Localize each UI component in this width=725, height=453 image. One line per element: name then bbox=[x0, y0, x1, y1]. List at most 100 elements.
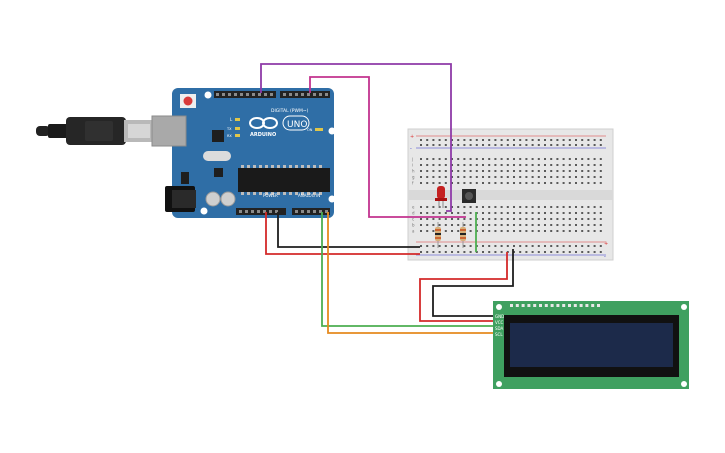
breadboard-hole bbox=[432, 144, 435, 146]
breadboard-hole bbox=[599, 230, 602, 232]
breadboard-hole bbox=[581, 206, 584, 208]
breadboard-hole bbox=[575, 164, 577, 166]
breadboard-hole bbox=[488, 144, 491, 146]
breadboard-hole bbox=[482, 144, 484, 146]
breadboard-hole bbox=[488, 176, 491, 178]
breadboard-hole bbox=[432, 212, 435, 214]
lcd-header-pin bbox=[515, 304, 519, 307]
breadboard-hole bbox=[420, 182, 422, 184]
breadboard-hole bbox=[420, 144, 422, 146]
breadboard-hole bbox=[562, 176, 565, 178]
breadboard-hole bbox=[432, 158, 435, 160]
breadboard-hole bbox=[544, 144, 546, 146]
breadboard-hole bbox=[494, 251, 497, 253]
breadboard-hole bbox=[575, 218, 577, 220]
breadboard-hole bbox=[599, 139, 602, 141]
breadboard-hole bbox=[494, 212, 497, 214]
breadboard-hole bbox=[482, 212, 484, 214]
breadboard-hole bbox=[432, 218, 435, 220]
on-led-label: ON bbox=[307, 128, 313, 132]
red-wire-arduino bbox=[265, 212, 420, 255]
breadboard-hole bbox=[482, 176, 484, 178]
breadboard-hole bbox=[444, 139, 447, 141]
breadboard-hole bbox=[525, 230, 528, 232]
rail-minus-top: - bbox=[410, 146, 412, 152]
breadboard-hole bbox=[420, 139, 422, 141]
breadboard-hole bbox=[513, 182, 515, 184]
breadboard-hole bbox=[475, 176, 478, 178]
breadboard-hole bbox=[469, 218, 472, 220]
breadboard-hole bbox=[457, 144, 460, 146]
breadboard-hole bbox=[513, 170, 515, 172]
breadboard-hole bbox=[519, 245, 522, 247]
lcd-pin-gnd: GND bbox=[495, 314, 504, 319]
breadboard-hole bbox=[506, 218, 509, 220]
breadboard-hole bbox=[506, 212, 509, 214]
breadboard-hole bbox=[519, 144, 522, 146]
breadboard-hole bbox=[488, 218, 491, 220]
breadboard-hole bbox=[537, 206, 540, 208]
breadboard-hole bbox=[562, 170, 565, 172]
lcd-header-pin bbox=[568, 304, 571, 307]
breadboard-hole bbox=[469, 182, 472, 184]
breadboard-hole bbox=[587, 182, 590, 184]
breadboard-hole bbox=[581, 170, 584, 172]
breadboard-hole bbox=[469, 224, 472, 226]
breadboard-hole bbox=[438, 170, 441, 172]
breadboard-hole bbox=[531, 139, 534, 141]
breadboard-hole bbox=[513, 139, 515, 141]
breadboard-hole bbox=[537, 158, 540, 160]
breadboard-hole bbox=[420, 206, 422, 208]
breadboard-hole bbox=[525, 182, 528, 184]
breadboard-hole bbox=[482, 182, 484, 184]
breadboard-hole bbox=[531, 245, 534, 247]
breadboard-hole bbox=[556, 182, 559, 184]
breadboard-hole bbox=[451, 251, 453, 253]
breadboard-hole bbox=[544, 182, 546, 184]
resistor-1 bbox=[435, 222, 441, 248]
breadboard-hole bbox=[568, 245, 571, 247]
breadboard-hole bbox=[599, 224, 602, 226]
breadboard-hole bbox=[544, 218, 546, 220]
breadboard-hole bbox=[599, 245, 602, 247]
breadboard-hole bbox=[544, 212, 546, 214]
breadboard-hole bbox=[506, 245, 509, 247]
breadboard-hole bbox=[599, 251, 602, 253]
breadboard-hole bbox=[531, 158, 534, 160]
breadboard-hole bbox=[463, 164, 466, 166]
breadboard-hole bbox=[544, 224, 546, 226]
rail-plus-top: + bbox=[410, 134, 414, 140]
breadboard-hole bbox=[482, 245, 484, 247]
breadboard-hole bbox=[562, 251, 565, 253]
breadboard-hole bbox=[537, 144, 540, 146]
breadboard-hole bbox=[432, 224, 435, 226]
uno-model-text: UNO bbox=[287, 120, 307, 130]
breadboard-hole bbox=[444, 144, 447, 146]
breadboard-hole bbox=[506, 224, 509, 226]
breadboard-hole bbox=[587, 164, 590, 166]
breadboard-hole bbox=[556, 170, 559, 172]
breadboard-hole bbox=[531, 164, 534, 166]
breadboard-hole bbox=[599, 176, 602, 178]
breadboard-hole bbox=[556, 224, 559, 226]
breadboard-hole bbox=[482, 139, 484, 141]
breadboard-hole bbox=[556, 251, 559, 253]
breadboard-hole bbox=[500, 176, 503, 178]
breadboard-hole bbox=[500, 144, 503, 146]
breadboard-hole bbox=[488, 245, 491, 247]
breadboard-hole bbox=[562, 230, 565, 232]
arduino-logo bbox=[249, 117, 278, 129]
breadboard-hole bbox=[426, 251, 429, 253]
breadboard-hole bbox=[562, 212, 565, 214]
breadboard-hole bbox=[575, 182, 577, 184]
breadboard-hole bbox=[587, 144, 590, 146]
breadboard-hole bbox=[593, 212, 596, 214]
breadboard-hole bbox=[500, 212, 503, 214]
breadboard-hole bbox=[575, 139, 577, 141]
lcd-header-pin bbox=[539, 304, 542, 307]
breadboard-hole bbox=[482, 251, 484, 253]
breadboard-hole bbox=[544, 139, 546, 141]
breadboard-hole bbox=[537, 230, 540, 232]
breadboard-hole bbox=[488, 206, 491, 208]
breadboard-hole bbox=[500, 245, 503, 247]
